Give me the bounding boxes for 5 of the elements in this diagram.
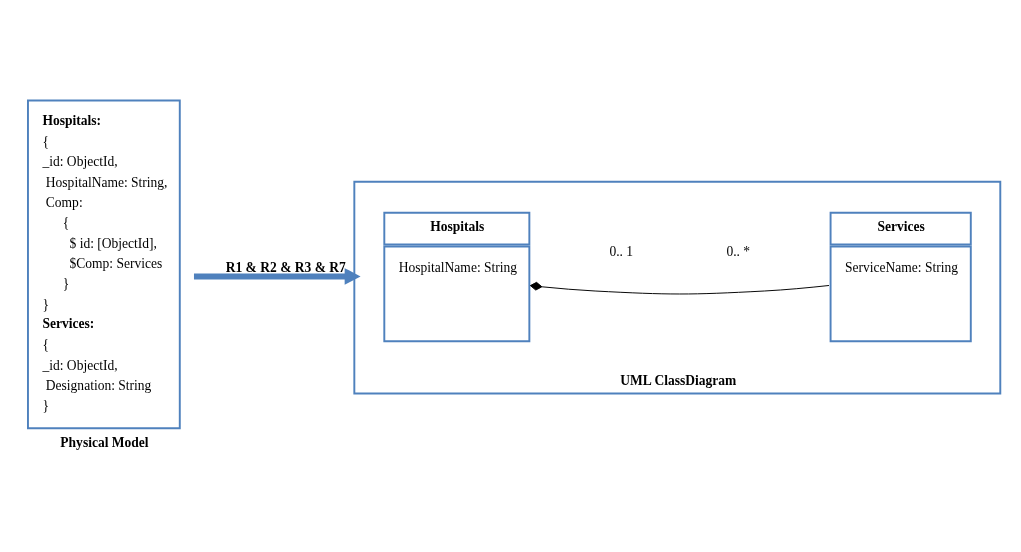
label: 0.. * [726, 243, 751, 259]
node-label: Physical Model [60, 434, 149, 450]
label: 0.. 1 [609, 243, 634, 259]
node-label: UML ClassDiagram [620, 372, 737, 388]
edge-label: R1 & R2 & R3 & R7 [225, 259, 346, 275]
